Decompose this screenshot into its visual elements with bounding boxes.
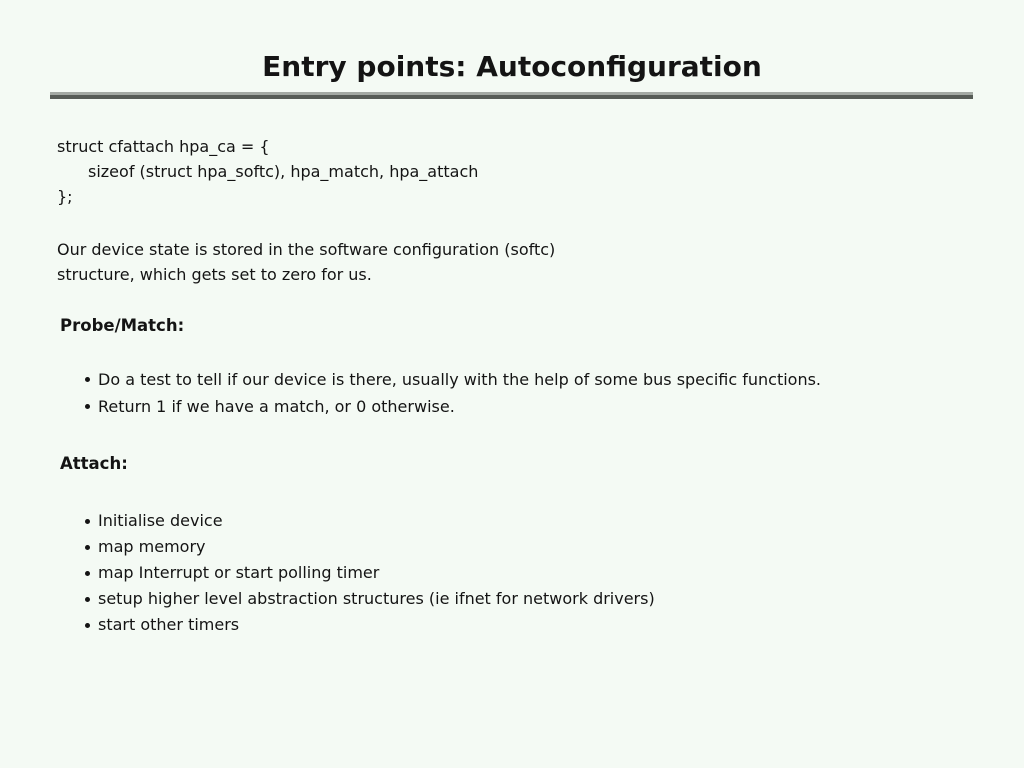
code-line: struct cfattach hpa_ca = {	[57, 137, 270, 156]
intro-line: structure, which gets set to zero for us…	[57, 265, 372, 284]
list-item: start other timers	[85, 612, 655, 638]
list-item: Do a test to tell if our device is there…	[85, 366, 821, 393]
title-divider	[50, 92, 973, 99]
code-line: };	[57, 187, 73, 206]
bullet-icon	[85, 544, 90, 550]
list-item: setup higher level abstraction structure…	[85, 586, 655, 612]
section-heading-probe-match: Probe/Match:	[60, 316, 185, 335]
list-item: map memory	[85, 534, 655, 560]
bullet-text: Return 1 if we have a match, or 0 otherw…	[98, 397, 455, 416]
slide-title: Entry points: Autoconfiguration	[262, 50, 762, 83]
intro-paragraph: Our device state is stored in the softwa…	[57, 237, 555, 287]
bullet-text: setup higher level abstraction structure…	[98, 589, 655, 608]
probe-match-bullet-list: Do a test to tell if our device is there…	[85, 366, 821, 420]
attach-bullet-list: Initialise device map memory map Interru…	[85, 508, 655, 638]
code-block: struct cfattach hpa_ca = { sizeof (struc…	[57, 134, 478, 209]
list-item: map Interrupt or start polling timer	[85, 560, 655, 586]
bullet-icon	[85, 518, 90, 524]
bullet-icon	[85, 377, 90, 382]
list-item: Return 1 if we have a match, or 0 otherw…	[85, 393, 821, 420]
intro-line: Our device state is stored in the softwa…	[57, 240, 556, 259]
section-heading-attach: Attach:	[60, 454, 128, 473]
bullet-text: Do a test to tell if our device is there…	[98, 370, 822, 389]
bullet-text: start other timers	[98, 615, 240, 634]
bullet-icon	[85, 596, 90, 602]
title-divider-highlight	[50, 92, 973, 95]
list-item: Initialise device	[85, 508, 655, 534]
bullet-text: map Interrupt or start polling timer	[98, 563, 380, 582]
bullet-text: map memory	[98, 537, 206, 556]
code-line: sizeof (struct hpa_softc), hpa_match, hp…	[88, 162, 479, 181]
title-divider-shadow	[50, 95, 973, 99]
bullet-icon	[85, 404, 90, 409]
bullet-icon	[85, 570, 90, 576]
bullet-text: Initialise device	[98, 511, 223, 530]
bullet-icon	[85, 622, 90, 628]
